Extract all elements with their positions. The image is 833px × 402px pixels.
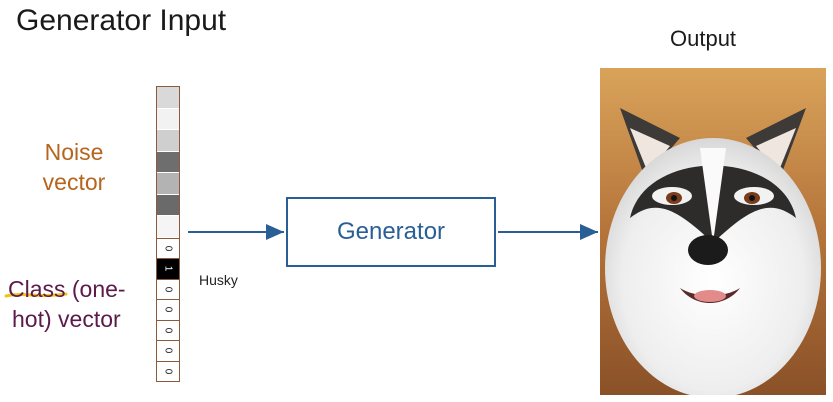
highlight-underline xyxy=(4,292,68,298)
noise-cell xyxy=(157,151,179,173)
class-vector-label-line-2: hot) vector xyxy=(12,306,121,332)
noise-cell xyxy=(157,194,179,216)
noise-vector-label-line-2: vector xyxy=(42,169,106,195)
noise-cell xyxy=(157,130,179,152)
noise-cell xyxy=(157,216,179,238)
noise-vector xyxy=(157,87,179,238)
husky-label: Husky xyxy=(199,272,238,288)
output-label: Output xyxy=(670,26,737,51)
noise-cell xyxy=(157,173,179,195)
class-cell: 0 xyxy=(157,237,179,259)
class-cell: 0 xyxy=(157,319,179,341)
class-cell: 0 xyxy=(157,299,179,320)
class-cell: 0 xyxy=(157,278,179,300)
noise-cell xyxy=(157,108,179,130)
class-vector-label-line-1: Class (one- xyxy=(8,276,126,302)
noise-vector-label-line-1: Noise xyxy=(44,139,104,165)
class-cell: 1 xyxy=(157,258,179,279)
generator-label: Generator xyxy=(336,218,446,245)
generator-box: Generator xyxy=(286,197,496,267)
class-cell: 0 xyxy=(157,360,179,382)
page-title: Generator Input xyxy=(16,4,227,37)
husky-output-image xyxy=(600,68,826,395)
noise-cell xyxy=(157,87,179,109)
class-cell: 0 xyxy=(157,340,179,361)
